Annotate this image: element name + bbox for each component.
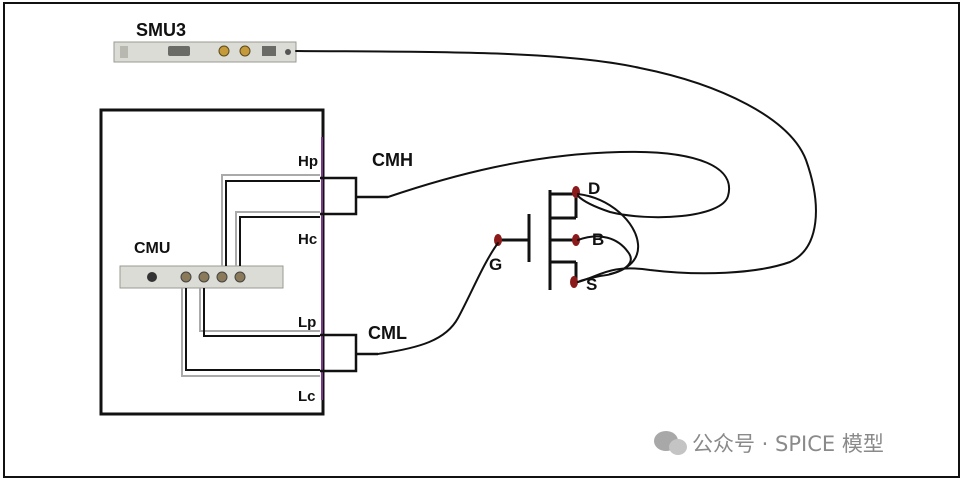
cmu-module	[119, 265, 284, 289]
wire-bulk-source	[577, 235, 632, 275]
cmh-label: CMH	[372, 150, 413, 170]
lc-label: Lc	[298, 388, 316, 405]
wire-cml-gate	[377, 242, 499, 355]
chat-bubble-icon-small	[669, 439, 687, 455]
source-terminal	[570, 276, 578, 288]
lp-label: Lp	[298, 314, 316, 331]
watermark: 公众号 · SPICE 模型	[654, 431, 884, 456]
cml-label: CML	[368, 323, 407, 343]
mosfet-symbol	[500, 190, 578, 290]
smu3-label: SMU3	[136, 20, 186, 40]
gate-terminal	[494, 234, 502, 246]
wire-drain-source	[577, 193, 640, 283]
cmu-label: CMU	[134, 240, 170, 257]
source-label: S	[586, 275, 597, 294]
drain-label: D	[588, 179, 600, 198]
smu3-module	[113, 41, 297, 63]
gate-label: G	[489, 255, 502, 274]
watermark-text: 公众号 · SPICE 模型	[692, 432, 884, 456]
bulk-label: B	[592, 230, 604, 249]
wire-smu3-source	[295, 50, 817, 283]
wire-cmh-drain	[387, 150, 731, 219]
hp-label: Hp	[298, 153, 318, 170]
bulk-terminal	[572, 234, 580, 246]
hc-label: Hc	[298, 231, 317, 248]
cmu-cabling	[181, 174, 320, 377]
wiring	[295, 50, 817, 355]
outer-frame	[3, 2, 960, 478]
cml-connector	[320, 333, 378, 373]
fixture-panel	[99, 108, 325, 416]
cmh-connector	[320, 176, 388, 216]
